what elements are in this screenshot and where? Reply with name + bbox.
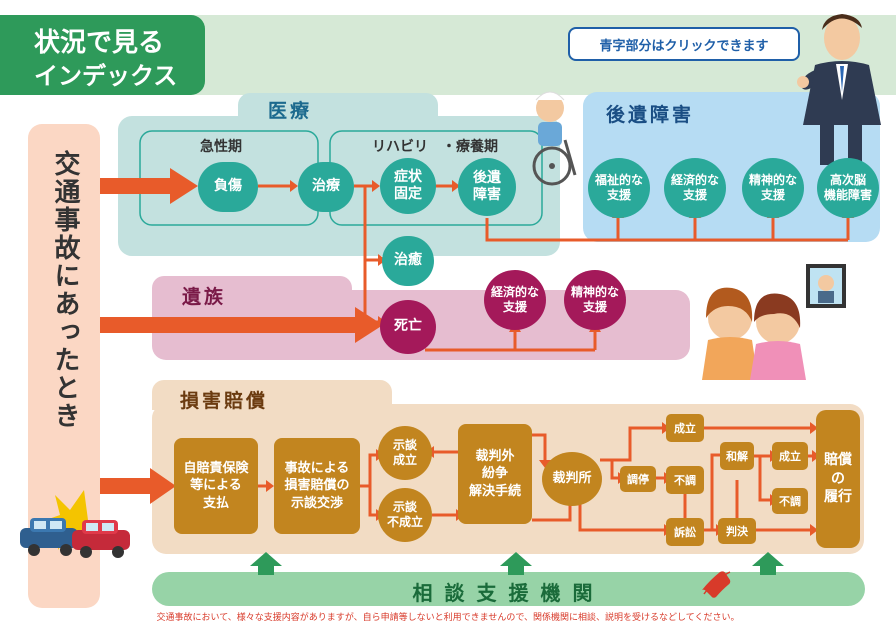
consult-bar[interactable]: [152, 572, 865, 606]
insurance-payment-node[interactable]: 自賠責保険 等による 支払: [174, 438, 258, 534]
footer-note: 交通事故において、様々な支援内容がありますが、自ら申請等しないと利用できませんの…: [156, 613, 740, 623]
memorial-portrait: [806, 264, 846, 308]
header-title-line2: インデックス: [34, 62, 178, 90]
aftereffect-node[interactable]: 後遺 障害: [458, 158, 516, 216]
rehab-label: リハビリ ・療養期: [372, 139, 498, 155]
arrow-to-injury: [100, 168, 198, 204]
consult-arrow-2: [500, 552, 532, 575]
success-node-1: 成立: [666, 414, 704, 442]
consult-arrow-1: [250, 552, 282, 575]
death-node: 死亡: [380, 300, 436, 354]
mediation-node: 調停: [620, 466, 656, 492]
bereaved-family-illustration: [702, 287, 806, 380]
mental-support-link[interactable]: 精神的な 支援: [742, 158, 804, 218]
reconcile-node: 和解: [720, 442, 754, 470]
bereaved-economic-support-link[interactable]: 経済的な 支援: [484, 270, 546, 330]
success-node-2: 成立: [772, 442, 808, 470]
injury-node: 負傷: [198, 162, 258, 212]
bereaved-mental-support-link[interactable]: 精神的な 支援: [564, 270, 626, 330]
economic-support-link[interactable]: 経済的な 支援: [664, 158, 726, 218]
wheelchair-illustration: [532, 91, 577, 186]
cured-node: 治癒: [382, 236, 434, 286]
consult-title[interactable]: 相談支援機関: [412, 581, 605, 605]
court-node[interactable]: 裁判所: [542, 452, 602, 506]
consult-arrow-3: [752, 552, 784, 575]
medical-title: 医療: [268, 100, 313, 122]
phone-icon: [702, 571, 731, 598]
treatment-node: 治療: [298, 162, 354, 212]
not-settled-node: 示談 不成立: [378, 488, 432, 542]
header-title-box: [0, 15, 205, 95]
arrow-to-death: [100, 307, 383, 343]
clickable-note-bubble: 青字部分はクリックできます: [568, 27, 800, 61]
settled-node: 示談 成立: [378, 426, 432, 480]
adr-node[interactable]: 裁判外 紛争 解決手続: [458, 424, 532, 524]
bereaved-tab: [152, 276, 352, 306]
brain-dysfunction-link[interactable]: 高次脳 機能障害: [817, 158, 879, 218]
negotiation-node[interactable]: 事故による 損害賠償の 示談交渉: [274, 438, 360, 534]
welfare-support-link[interactable]: 福祉的な 支援: [588, 158, 650, 218]
payment-node[interactable]: 賠償 の 履行: [816, 410, 860, 548]
businessman-illustration: [797, 14, 881, 165]
fail-node-1: 不調: [666, 466, 704, 494]
compensation-title: 損害賠償: [180, 390, 269, 412]
crashed-cars-icon: [20, 490, 130, 558]
fail-node-2: 不調: [772, 488, 808, 514]
aftereffect-title: 後遺障害: [606, 104, 695, 126]
header-title-line1: 状況で見る: [34, 28, 165, 58]
acute-label: 急性期: [200, 139, 242, 155]
bereaved-title: 遺族: [182, 286, 227, 308]
arrow-to-insurance: [100, 468, 176, 504]
symptom-fixed-node: 症状 固定: [380, 158, 436, 214]
left-banner-text: 交通事故にあったとき: [50, 150, 80, 430]
judgment-node: 判決: [718, 518, 756, 544]
lawsuit-node: 訴訟: [666, 518, 704, 546]
